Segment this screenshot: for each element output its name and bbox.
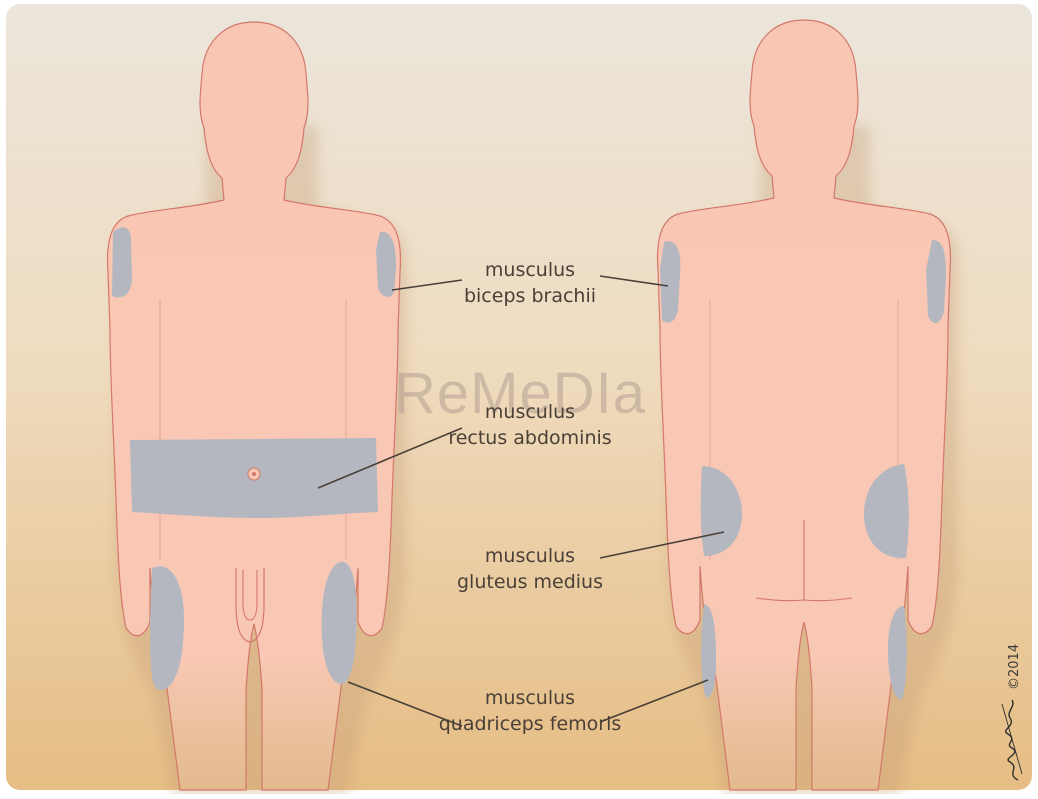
front-left-deltoid-zone [112,227,132,297]
copyright-text: ©2014 [1007,644,1022,690]
label-biceps-line2: biceps brachii [464,285,596,307]
label-quadriceps-line1: musculus [485,687,575,709]
label-quadriceps-line2: quadriceps femoris [439,713,622,735]
label-gluteus-line2: gluteus medius [457,571,603,593]
label-abdominis-line2: rectus abdominis [448,427,611,449]
label-gluteus-line1: musculus [485,545,575,567]
label-abdominis-line1: musculus [485,401,575,423]
back-left-deltoid-zone [660,241,680,323]
label-biceps-line1: musculus [485,259,575,281]
